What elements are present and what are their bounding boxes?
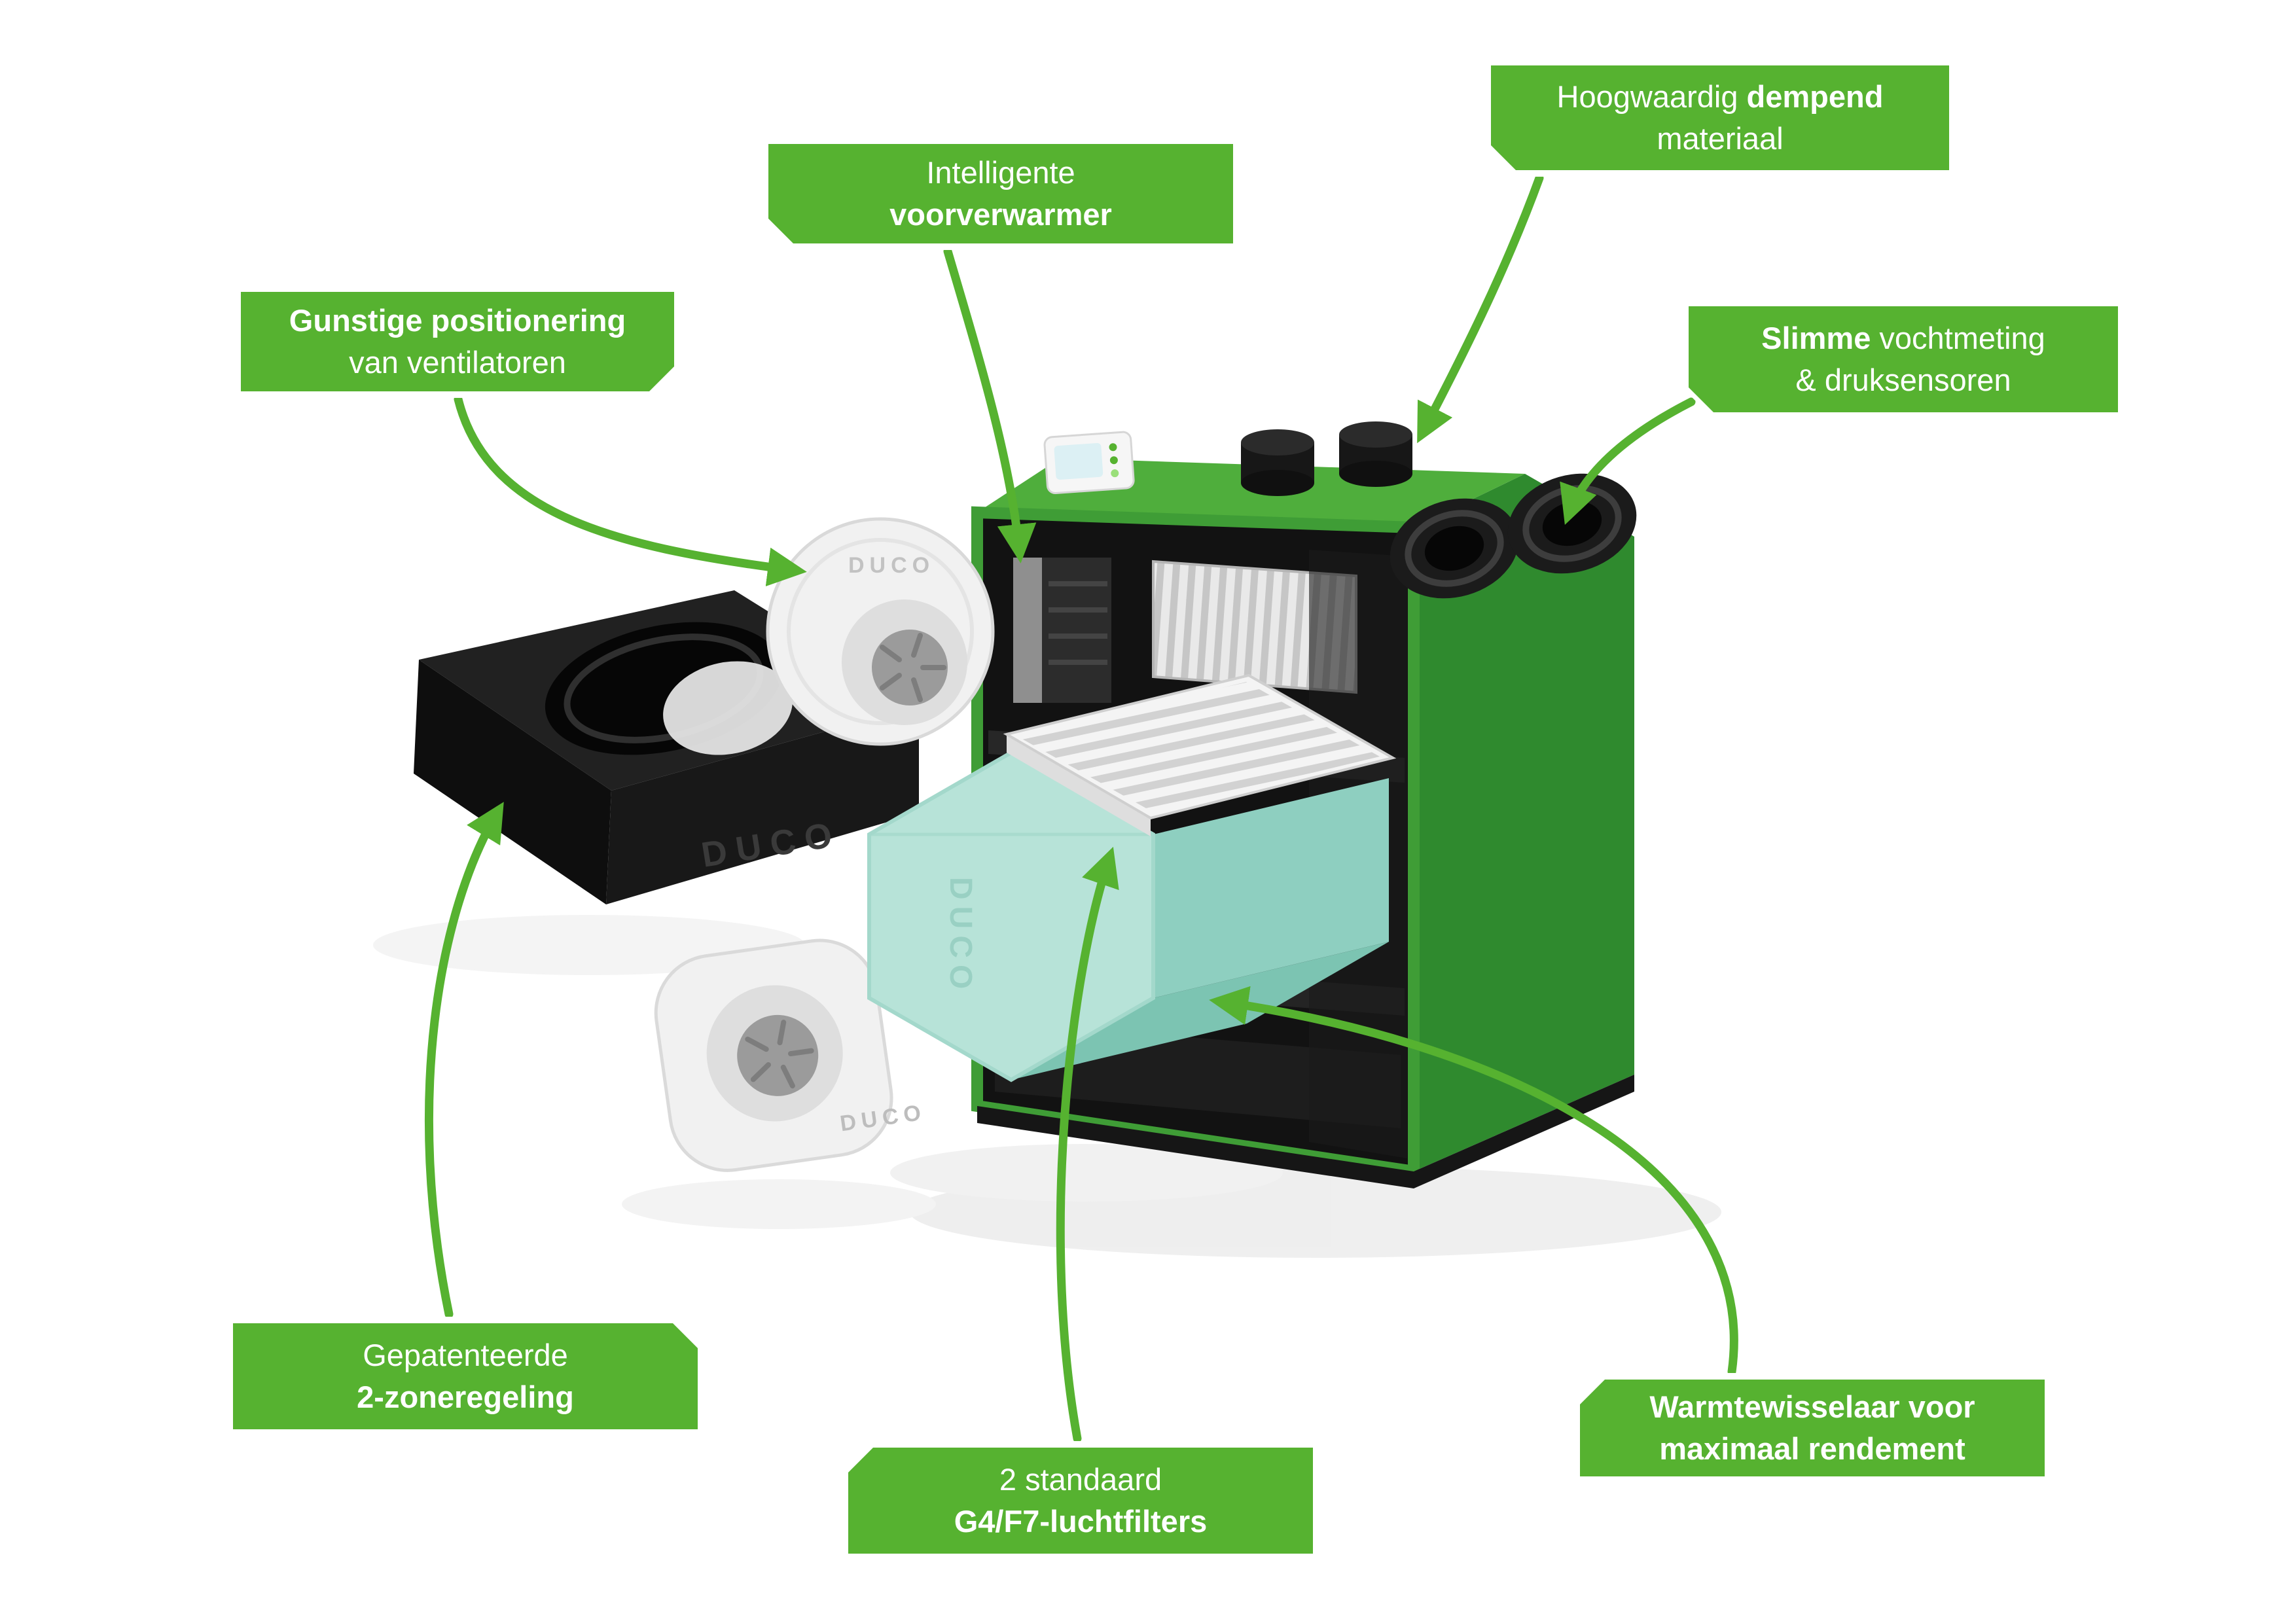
arrow-fan-positioning [454,395,807,587]
callout-line: & druksensoren [1795,359,2011,401]
callout-text-run: Warmtewisselaar voor [1649,1389,1975,1425]
callout-fan-positioning: Gunstige positionering van ventilatoren [234,285,681,398]
callout-text-run: 2-zoneregeling [357,1380,574,1414]
callout-filters: 2 standaard G4/F7-luchtfilters [842,1441,1319,1560]
callout-text-run: maximaal rendement [1659,1431,1965,1466]
heat-exchanger: DUCO [867,750,1389,1082]
control-display [1043,431,1135,495]
callout-line: Intelligente [926,152,1075,194]
duco-logo: DUCO [943,877,978,995]
callout-line: Gunstige positionering [289,300,626,342]
display-screen [1054,442,1103,480]
duco-logo: DUCO [848,553,935,578]
callout-heat-exchanger: Warmtewisselaar voor maximaal rendement [1573,1373,2051,1483]
callout-line: maximaal rendement [1659,1428,1965,1470]
callout-zone-control: Gepatenteerde 2-zoneregeling [226,1317,704,1436]
callout-line: Slimme vochtmeting [1761,317,2045,359]
arrow-heat-exchanger [1209,986,1738,1376]
callout-text-run: Gunstige positionering [289,303,626,338]
air-filter [1003,673,1397,836]
callout-line: materiaal [1657,118,1783,160]
callout-damping-material: Hoogwaardig dempend materiaal [1484,59,1956,177]
arrow-filters [1056,846,1119,1443]
callout-text-run: Intelligente [926,155,1075,190]
callout-text-run: dempend [1746,79,1884,115]
supply-fan: DUCO [766,517,995,746]
arrow-zone-control [424,802,504,1319]
callout-line: voorverwarmer [889,194,1112,236]
duct-spigot-left [1390,498,1519,599]
callout-line: Hoogwaardig dempend [1557,76,1884,118]
callout-text-run: Hoogwaardig [1556,79,1747,115]
callout-text-run: 2 standaard [999,1462,1162,1497]
callout-line: Warmtewisselaar voor [1649,1386,1975,1428]
callout-humidity-sensors: Slimme vochtmeting & druksensoren [1682,300,2125,419]
callout-line: 2-zoneregeling [357,1376,574,1418]
callout-text-run: G4/F7-luchtfilters [954,1504,1208,1539]
callout-line: 2 standaard [999,1459,1162,1501]
callout-line: van ventilatoren [349,342,566,383]
callout-line: Gepatenteerde [363,1334,568,1376]
callout-line: G4/F7-luchtfilters [954,1501,1208,1543]
connector-arrows [424,173,1738,1443]
arrow-damping-material [1417,173,1544,444]
fan-blades [880,633,946,702]
callout-text-run: voorverwarmer [889,197,1112,232]
callout-text-run: & druksensoren [1795,363,2011,397]
arrow-humidity-sensors [1560,397,1696,526]
callout-text-run: Slimme [1761,321,1871,356]
callout-text-run: vochtmeting [1871,321,2045,356]
callout-preheater: Intelligente voorverwarmer [762,137,1240,250]
callout-text-run: van ventilatoren [349,345,566,380]
arrow-preheater [943,247,1037,563]
fan-blades [745,1020,814,1089]
callout-text-run: Gepatenteerde [363,1338,568,1373]
callout-text-run: materiaal [1657,121,1784,156]
